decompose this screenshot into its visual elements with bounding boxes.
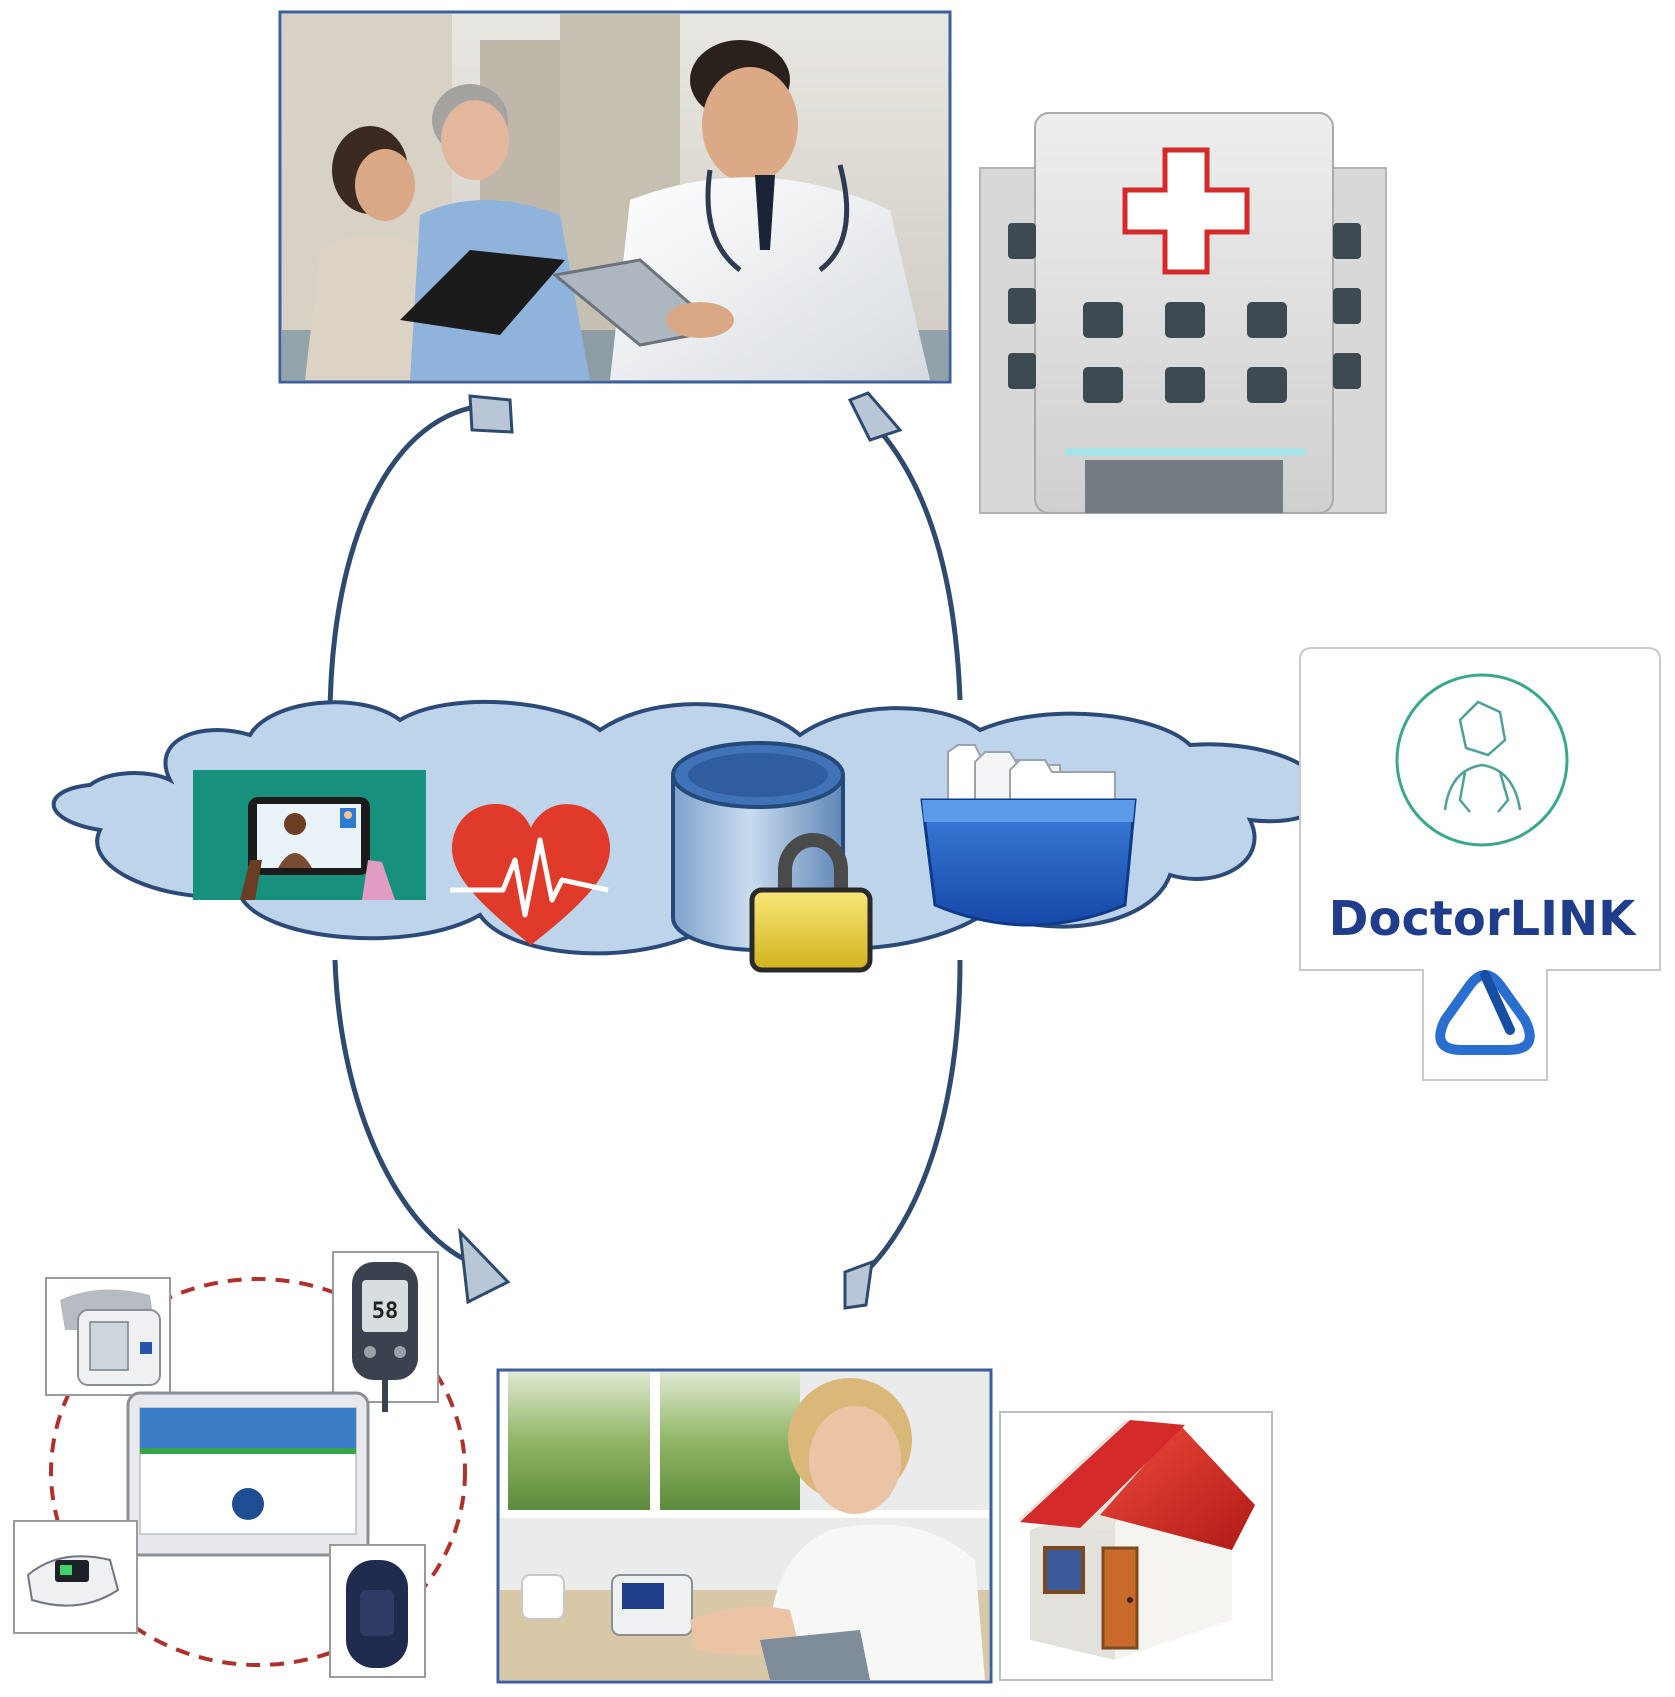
- doctor-team-photo: [278, 10, 952, 384]
- fitness-band-icon: [329, 1544, 426, 1678]
- secure-database-icon: [671, 741, 873, 973]
- doctor-avatar-icon: [1443, 700, 1522, 813]
- arrow-patient-to-cloud: [843, 959, 963, 1310]
- records-folder-icon: [920, 744, 1137, 927]
- doctor-ring-icon: [1395, 673, 1569, 847]
- heartbeat-icon: [450, 804, 611, 945]
- glucose-reading: 58: [372, 1299, 399, 1324]
- pulse-oximeter-icon: [13, 1520, 138, 1634]
- device-ring: [49, 1277, 467, 1667]
- knot-logo-icon: [1435, 970, 1535, 1055]
- glucose-meter-icon: 58: [332, 1251, 439, 1412]
- arrow-cloud-to-doctors: [327, 394, 514, 721]
- video-consultation-icon: [193, 770, 426, 900]
- arrow-cloud-to-patient: [332, 959, 511, 1305]
- tablet-icon: [126, 1391, 370, 1557]
- doctorlink-logo: DoctorLINK: [1299, 647, 1661, 1081]
- hospital-building-icon: [979, 112, 1387, 514]
- house-icon: [999, 1411, 1273, 1681]
- arrow-doctors-to-cloud: [847, 391, 963, 701]
- patient-home-photo: [496, 1368, 993, 1684]
- blood-pressure-monitor-icon: [45, 1277, 171, 1396]
- brand-name: DoctorLINK: [1329, 891, 1637, 947]
